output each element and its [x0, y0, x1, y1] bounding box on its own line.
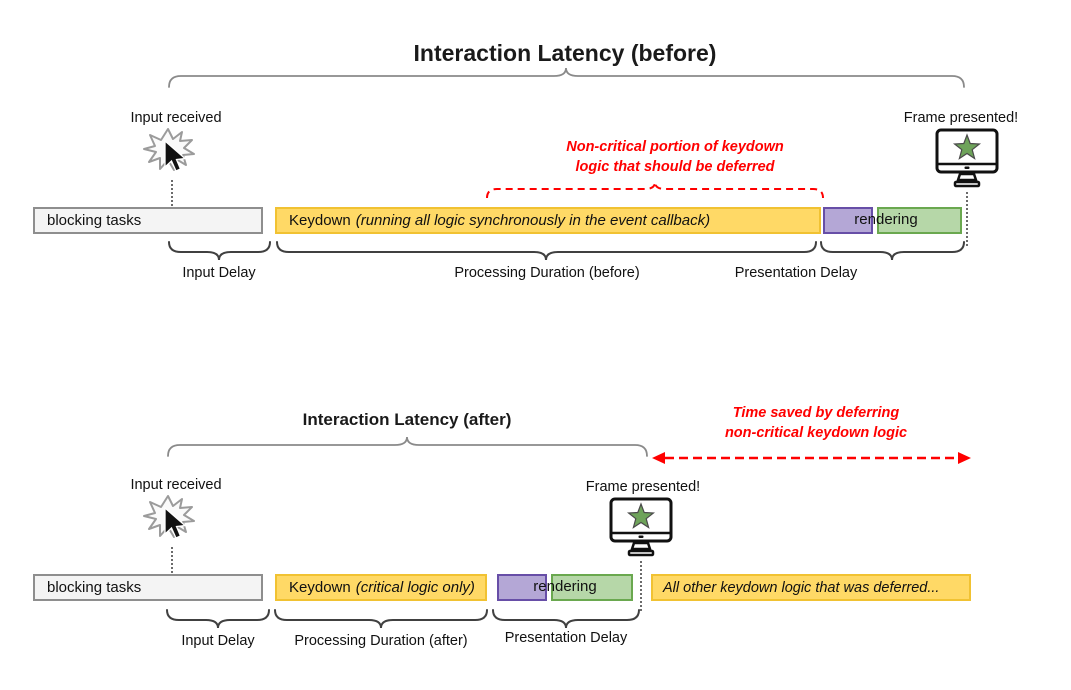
before-red-annotation: Non-critical portion of keydown logic th… — [495, 137, 855, 177]
after-frame-dotted-connector — [640, 561, 642, 611]
after-keydown-bar: Keydown (critical logic only) — [275, 574, 487, 601]
before-rendering-bar — [877, 207, 962, 234]
before-input-dotted-connector — [171, 180, 173, 206]
after-red-annotation: Time saved by deferring non-critical key… — [666, 403, 966, 443]
before-input-received-label: Input received — [130, 110, 222, 126]
before-keydown-bar: Keydown (running all logic synchronously… — [275, 207, 821, 234]
after-paint-bar — [497, 574, 547, 601]
after-presentation-label: Presentation Delay — [504, 630, 628, 646]
before-paint-bar — [823, 207, 873, 234]
before-title: Interaction Latency (before) — [413, 40, 717, 66]
after-red-annotation-line1: Time saved by deferring — [732, 405, 900, 421]
after-rendering-label: rendering — [533, 578, 597, 595]
input-click-burst-icon — [143, 128, 195, 172]
after-keydown-detail: (critical logic only) — [355, 579, 475, 596]
before-blocking-tasks-text: blocking tasks — [47, 212, 142, 229]
before-keydown-name: Keydown — [289, 212, 351, 229]
before-red-annotation-line2: logic that should be deferred — [575, 159, 775, 175]
before-presentation-brace — [820, 241, 965, 261]
star-icon — [626, 502, 656, 529]
time-saved-double-arrow — [652, 452, 971, 464]
before-frame-dotted-connector — [966, 192, 968, 246]
before-input-delay-label: Input Delay — [182, 265, 256, 281]
after-keydown-name: Keydown — [289, 579, 351, 596]
deferred-keydown-bar: All other keydown logic that was deferre… — [651, 574, 971, 601]
after-monitor-icon — [609, 497, 673, 557]
before-presentation-label: Presentation Delay — [734, 265, 858, 281]
after-processing-brace — [274, 609, 488, 629]
before-processing-brace — [276, 241, 817, 261]
before-processing-label: Processing Duration (before) — [454, 265, 640, 281]
after-title: Interaction Latency (after) — [302, 410, 512, 429]
after-blocking-tasks-text: blocking tasks — [47, 579, 142, 596]
star-icon — [952, 133, 982, 160]
after-processing-label: Processing Duration (after) — [294, 633, 468, 649]
before-input-delay-brace — [168, 241, 271, 261]
after-input-received-label: Input received — [130, 477, 222, 493]
before-span-brace — [168, 67, 965, 88]
before-monitor-icon — [935, 128, 999, 188]
after-blocking-tasks-bar: blocking tasks — [33, 574, 263, 601]
after-input-delay-brace — [166, 609, 270, 629]
after-input-delay-label: Input Delay — [181, 633, 255, 649]
deferred-keydown-text: All other keydown logic that was deferre… — [663, 579, 940, 596]
before-red-dashed-brace — [486, 181, 824, 199]
after-input-dotted-connector — [171, 547, 173, 573]
cursor-icon — [164, 506, 187, 539]
input-click-burst-icon — [143, 495, 195, 539]
cursor-icon — [164, 139, 187, 172]
before-rendering-label: rendering — [854, 211, 918, 228]
after-presentation-brace — [492, 609, 640, 629]
after-rendering-bar — [551, 574, 633, 601]
after-red-annotation-line2: non-critical keydown logic — [724, 425, 908, 441]
before-red-annotation-line1: Non-critical portion of keydown — [566, 139, 784, 155]
before-blocking-tasks-bar: blocking tasks — [33, 207, 263, 234]
before-keydown-detail: (running all logic synchronously in the … — [355, 212, 711, 229]
after-span-brace — [167, 436, 648, 457]
after-frame-presented-label: Frame presented! — [585, 479, 701, 495]
before-frame-presented-label: Frame presented! — [903, 110, 1019, 126]
